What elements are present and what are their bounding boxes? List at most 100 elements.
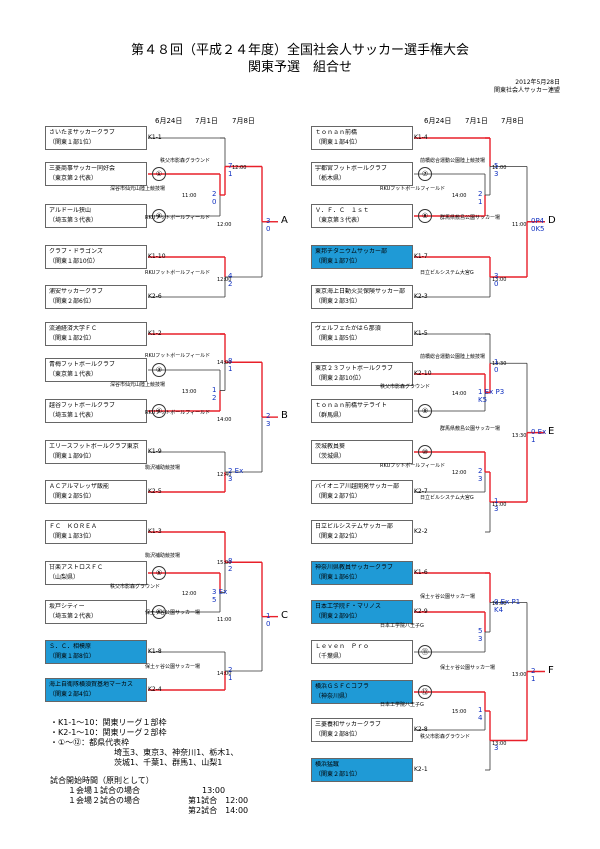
score-label: 3 bbox=[478, 475, 483, 483]
team-box: さいたまサッカークラブ（関東１部1位） bbox=[45, 126, 147, 150]
kickoff-time: 13:30 bbox=[512, 432, 527, 439]
league-code: K1-1 bbox=[148, 134, 162, 141]
score-label: 2 Ex bbox=[228, 467, 244, 475]
title-line2: 関東予選 組合せ bbox=[247, 60, 352, 75]
team-qualification: （関東１部10位） bbox=[49, 258, 99, 265]
team-qualification: （栃木県） bbox=[315, 175, 346, 182]
round-date-header: 6月24日 bbox=[155, 117, 183, 125]
team-name: ヴェルフェたかはら那須 bbox=[315, 325, 381, 332]
group-label: B bbox=[281, 410, 288, 422]
team-box: 横浜ＧＳＦＣコブラ （神奈川県） bbox=[311, 680, 413, 704]
venue: RKUフットボールフィールド bbox=[380, 186, 446, 192]
venue: 保土ヶ谷公園サッカー場 bbox=[440, 664, 496, 671]
kickoff-time: 14:00 bbox=[217, 671, 232, 677]
round-date-header: 7月1日 bbox=[465, 117, 488, 125]
team-name: Ｓ．Ｃ．相模原 bbox=[49, 643, 92, 650]
venue: 日本工学院八王子G bbox=[380, 623, 424, 629]
venue: 駒沢補助競技場 bbox=[145, 465, 181, 471]
team-box: 三菱養和サッカークラブ（関東２部8位） bbox=[311, 718, 413, 742]
round-date-header: 7月8日 bbox=[501, 117, 524, 125]
kickoff-time: 15:00 bbox=[452, 709, 467, 715]
kickoff-time: 12:40 bbox=[217, 472, 232, 478]
score-label: 1 bbox=[228, 674, 233, 682]
kickoff-time: 13:00 bbox=[492, 277, 507, 283]
venue: 日立ビルシステム大宮G bbox=[420, 270, 474, 276]
venue: RKUフットボールフィールド bbox=[145, 410, 211, 417]
score-label: 1 bbox=[212, 385, 217, 394]
team-name: Ｌｅｖｅｎ Ｐｒｏ bbox=[315, 643, 370, 650]
team-box: バイオニア川越開発サッカー部（関東２部7位） bbox=[311, 480, 413, 504]
seed-mark: ⑧ bbox=[418, 209, 432, 223]
team-box: Ｌｅｖｅｎ Ｐｒｏ（千葉県） bbox=[311, 640, 413, 664]
league-code: K1-8 bbox=[148, 648, 162, 655]
team-qualification: （関東２部8位） bbox=[315, 731, 361, 738]
team-name: 日本工学院Ｆ・マリノス bbox=[315, 603, 382, 610]
score-label: 1 bbox=[228, 365, 233, 374]
team-name: Ｖ．Ｆ．Ｃ １ｓｔ bbox=[315, 207, 370, 214]
group-label: D bbox=[548, 214, 556, 226]
team-name: 浦安サッカークラブ bbox=[49, 288, 104, 295]
schedule-row2-b: 第2試合 14:00 bbox=[188, 806, 249, 815]
team-box: ｔｏｎａｎ前橋（関東１部4位） bbox=[311, 126, 413, 150]
kickoff-time: 12:00 bbox=[232, 164, 247, 171]
venue: RKUフットボールフィールド bbox=[145, 270, 211, 276]
score-label: 3 bbox=[266, 420, 271, 429]
group-label: C bbox=[281, 609, 288, 621]
score-label: 4 bbox=[228, 272, 233, 280]
team-name: 三菱商事サッカー同好会 bbox=[49, 165, 116, 172]
venue: RKUフットボールフィールド bbox=[380, 463, 446, 469]
league-code: K1-6 bbox=[414, 569, 428, 576]
kickoff-time: 13:00 bbox=[492, 740, 507, 747]
score-label: 0 Ex P1 bbox=[494, 597, 521, 606]
venue: 保土ヶ谷公園サッカー場 bbox=[145, 664, 201, 670]
team-box: ＡＣアルマレッザ飯能（関東２部5位） bbox=[45, 480, 147, 504]
seed-mark: ⑤ bbox=[152, 566, 166, 580]
score-label: 5 bbox=[494, 161, 499, 170]
kickoff-time: 14:00 bbox=[217, 360, 232, 367]
team-name: 東京２３フットボールクラブ bbox=[315, 365, 394, 372]
league-code: K1-10 bbox=[148, 253, 166, 260]
round-date-header: 7月1日 bbox=[195, 117, 218, 125]
score-label: 1 bbox=[531, 435, 536, 444]
kickoff-time: 14:00 bbox=[217, 417, 232, 424]
venue: 深谷市仙元山陸上競技場 bbox=[110, 381, 166, 388]
team-qualification: （東京第２代表） bbox=[49, 175, 98, 182]
team-box: 越谷フットボールクラブ（埼玉第１代表） bbox=[45, 399, 147, 423]
kickoff-time: 14:00 bbox=[452, 193, 467, 199]
team-name: クラブ・ドラゴンズ bbox=[49, 248, 103, 255]
team-name: アルドール狭山 bbox=[49, 207, 91, 214]
note-line: 埼玉3、東京3、神奈川1、栃木1、 bbox=[50, 748, 239, 757]
seed-mark: ② bbox=[152, 209, 166, 223]
team-qualification: （埼玉第２代表） bbox=[49, 613, 98, 620]
team-name: 越谷フットボールクラブ bbox=[49, 402, 116, 409]
team-box: 浦安サッカークラブ （関東２部6位） bbox=[45, 285, 147, 309]
team-qualification: （関東１部5位） bbox=[315, 335, 361, 342]
score-label: 0 bbox=[494, 366, 499, 375]
kickoff-time: 13:00 bbox=[182, 388, 197, 395]
kickoff-time: 12:00 bbox=[217, 277, 232, 283]
team-name: バイオニア川越開発サッカー部 bbox=[315, 483, 400, 490]
kickoff-time: 11:00 bbox=[512, 221, 527, 228]
score-label: 2 bbox=[228, 280, 233, 288]
kickoff-time: 11:00 bbox=[492, 502, 507, 508]
kickoff-time: 14:00 bbox=[452, 390, 467, 397]
league-code: K2-6 bbox=[148, 293, 162, 300]
score-label: 0K5 bbox=[531, 224, 545, 233]
team-qualification: （関東１部8位） bbox=[49, 653, 95, 660]
team-qualification: （関東１部6位） bbox=[315, 574, 361, 581]
team-name: 神奈川県教員サッカークラブ bbox=[315, 564, 394, 571]
score-label: 4 bbox=[478, 714, 483, 722]
team-name: 横浜ＧＳＦＣコブラ bbox=[315, 683, 370, 690]
team-qualification: （関東２部6位） bbox=[49, 298, 95, 305]
team-qualification: （神奈川県） bbox=[315, 693, 352, 700]
team-name: 青梅フットボールクラブ bbox=[49, 361, 116, 368]
team-box: アルドール狭山（埼玉第３代表） bbox=[45, 204, 147, 228]
score-label: 2 bbox=[531, 666, 536, 675]
team-box: 東京２３フットボールクラブ（関東２部10位） bbox=[311, 362, 413, 386]
league-code: K1-3 bbox=[148, 528, 162, 535]
team-box: 東京海上日動火災保険サッカー部（関東２部3位） bbox=[311, 285, 413, 309]
team-name: 甘楽アストロスＦＣ bbox=[49, 564, 104, 571]
score-label: 3 bbox=[266, 216, 271, 225]
score-label: 1 bbox=[531, 674, 536, 683]
kickoff-time: 12:00 bbox=[217, 221, 232, 228]
